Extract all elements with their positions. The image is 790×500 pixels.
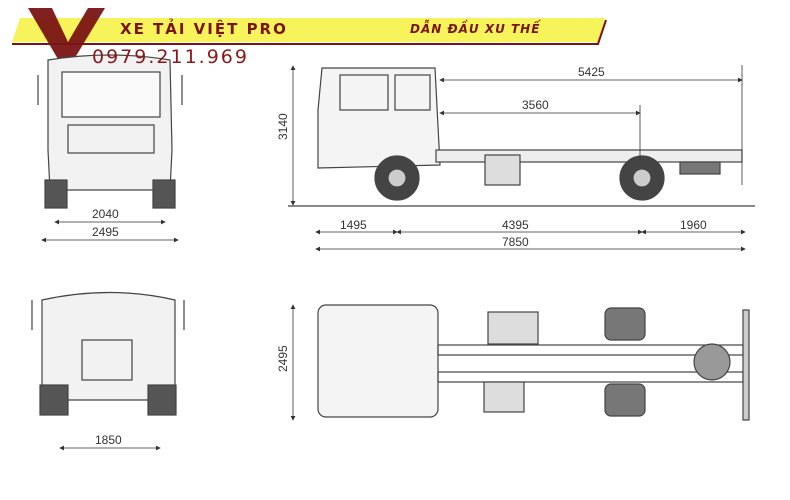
wheelbase-label: 4395 [502,218,529,232]
rear-view [31,291,185,416]
dimension-lines [41,65,746,451]
rear-track-label: 1850 [95,433,122,447]
height-label: 3140 [276,113,290,140]
top-width-label: 2495 [276,345,290,372]
side-view [288,67,755,207]
front-overhang-label: 1495 [340,218,367,232]
slogan: DẪN ĐẦU XU THẾ [410,22,541,36]
header-banner [12,8,607,66]
top-view [317,304,750,421]
logo-icon [28,8,105,66]
cab-to-axle-label: 3560 [522,98,549,112]
cargo-length-label: 5425 [578,65,605,79]
overall-length-label: 7850 [502,235,529,249]
front-width-label: 2495 [92,225,119,239]
front-view [37,54,183,209]
rear-overhang-label: 1960 [680,218,707,232]
brand-name: XE TẢI VIỆT PRO [120,20,288,38]
front-track-label: 2040 [92,207,119,221]
phone-number: 0979.211.969 [92,46,249,68]
